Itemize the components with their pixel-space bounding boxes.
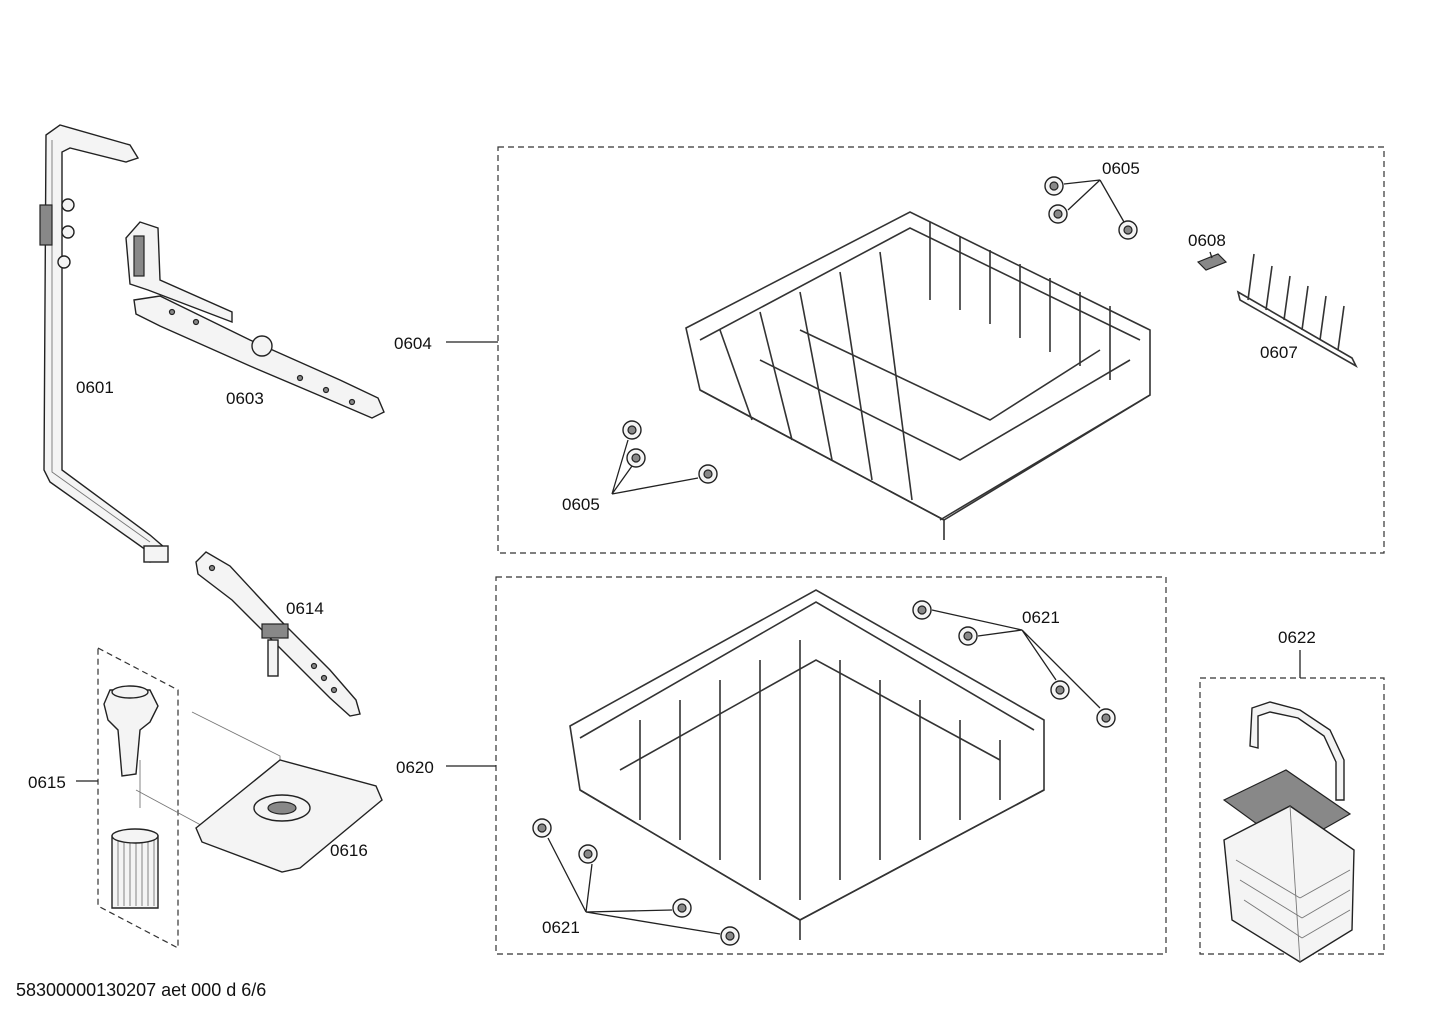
label-0601: 0601 bbox=[76, 378, 114, 397]
label-0620: 0620 bbox=[396, 758, 434, 777]
label-0608: 0608 bbox=[1188, 231, 1226, 250]
label-0621-top: 0621 bbox=[1022, 608, 1060, 627]
label-0622: 0622 bbox=[1278, 628, 1316, 647]
label-0616: 0616 bbox=[330, 841, 368, 860]
part-0603-spray-arm bbox=[125, 221, 385, 419]
label-0615: 0615 bbox=[28, 773, 66, 792]
document-footer-code: 58300000130207 aet 000 d 6/6 bbox=[16, 980, 267, 1000]
label-0605-bottom: 0605 bbox=[562, 495, 600, 514]
label-0621-bottom: 0621 bbox=[542, 918, 580, 937]
part-0615-filter bbox=[97, 647, 179, 949]
label-0604: 0604 bbox=[394, 334, 432, 353]
part-0620-lower-rack bbox=[569, 589, 1045, 940]
part-0601-pipe bbox=[39, 124, 169, 563]
part-0605-roller-group-bottom bbox=[611, 420, 718, 495]
part-0616-filter-plate bbox=[135, 711, 383, 873]
group-box-0604 bbox=[497, 146, 1385, 554]
part-0604-upper-rack bbox=[685, 211, 1151, 540]
group-box-0620 bbox=[495, 576, 1167, 955]
part-0614-lower-spray-arm bbox=[195, 551, 361, 717]
part-0605-roller-group-top bbox=[1044, 176, 1138, 240]
part-0622-cutlery-basket bbox=[1222, 701, 1355, 963]
part-0608-clip bbox=[1196, 251, 1228, 271]
part-0607-tine-row bbox=[1236, 253, 1358, 368]
part-0621-roller-group-bottom bbox=[532, 818, 740, 946]
part-0621-roller-group-top bbox=[912, 600, 1116, 728]
label-0607: 0607 bbox=[1260, 343, 1298, 362]
label-0614: 0614 bbox=[286, 599, 324, 618]
label-0605-top: 0605 bbox=[1102, 159, 1140, 178]
label-0603: 0603 bbox=[226, 389, 264, 408]
